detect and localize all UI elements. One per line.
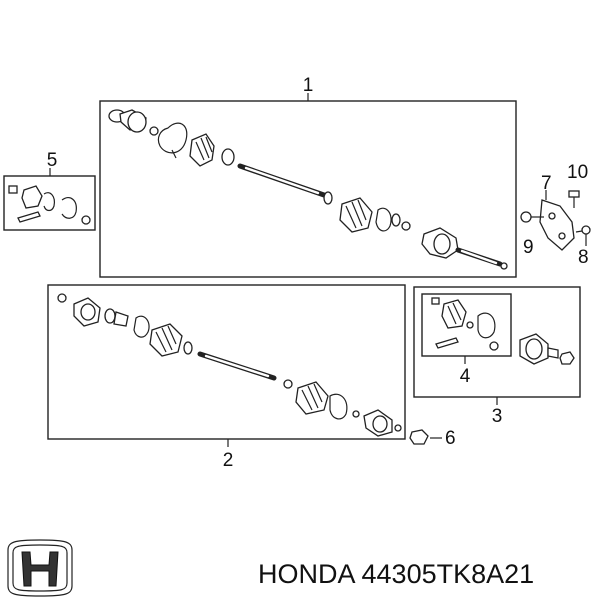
assembly-3-frame: 3	[413, 286, 581, 427]
kit-4-frame: 4	[421, 293, 512, 387]
callout-6: 6	[445, 428, 456, 449]
drive-shaft-assembly-2	[57, 293, 402, 437]
callout-7: 7	[541, 173, 552, 194]
callout-1: 1	[303, 75, 314, 96]
honda-h-logo-icon	[7, 539, 73, 597]
callout-10: 10	[567, 162, 588, 183]
nut-6: 6	[409, 428, 456, 449]
joint-kit-3	[431, 297, 575, 365]
callout-8: 8	[578, 247, 589, 268]
callout-2: 2	[223, 450, 234, 471]
callout-3: 3	[492, 406, 503, 427]
callout-4: 4	[460, 366, 471, 387]
drive-shaft-assembly-1	[108, 109, 508, 270]
assembly-1-frame: 1	[99, 75, 517, 278]
part-number-label: HONDA 44305TK8A21	[258, 559, 534, 589]
callout-9: 9	[523, 237, 534, 258]
kit-5-frame: 5	[3, 150, 96, 231]
bracket-assembly: 10 7 9 8	[520, 162, 591, 268]
assembly-2-frame: 2	[47, 284, 406, 471]
callout-5: 5	[47, 150, 58, 171]
boot-kit-5	[8, 185, 91, 225]
